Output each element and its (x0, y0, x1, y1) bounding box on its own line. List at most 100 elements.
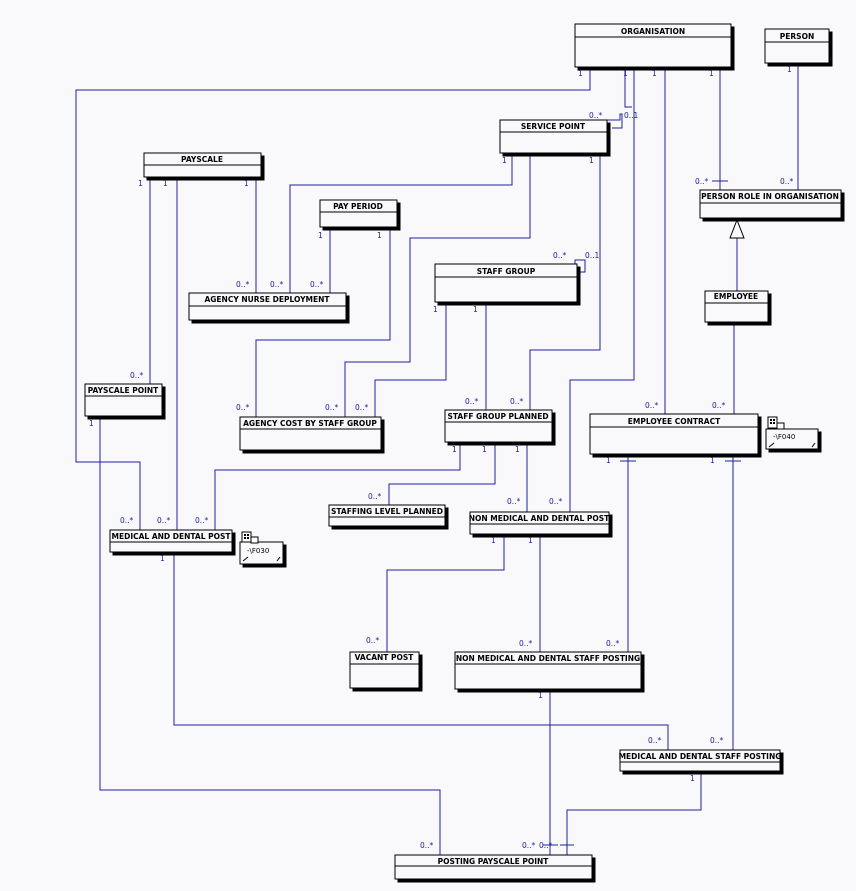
mult-label: 1 (452, 445, 457, 454)
entity-non-medical-post[interactable]: NON MEDICAL AND DENTAL POST (469, 511, 610, 535)
line-org-medical-post (75, 68, 591, 530)
entity-title: MEDICAL AND DENTAL POST (112, 532, 232, 541)
mult-label: 0..* (236, 280, 250, 289)
entity-posting-payscale-point[interactable]: POSTING PAYSCALE POINT (394, 854, 593, 880)
mult-label: 0..* (130, 371, 144, 380)
mult-label: 1 (578, 69, 583, 78)
entity-employee-contract[interactable]: EMPLOYEE CONTRACT (589, 413, 759, 455)
line-payperiod-agency-cost (255, 228, 391, 417)
mult-label: 1 (652, 69, 657, 78)
mult-label: 0..* (195, 516, 209, 525)
mult-label: 0..* (510, 397, 524, 406)
mult-label: 0..* (606, 639, 620, 648)
entity-non-medical-posting[interactable]: NON MEDICAL AND DENTAL STAFF POSTING (454, 651, 642, 690)
mult-label: 1 (787, 65, 792, 74)
mult-label: 0..* (648, 736, 662, 745)
entity-title: AGENCY COST BY STAFF GROUP (243, 419, 377, 428)
entity-pay-period[interactable]: PAY PERIOD (319, 199, 398, 228)
entity-staff-group[interactable]: STAFF GROUP (434, 263, 578, 303)
entity-medical-post[interactable]: MEDICAL AND DENTAL POST (109, 529, 233, 553)
entity-agency-cost[interactable]: AGENCY COST BY STAFF GROUP (239, 416, 382, 451)
note-f040[interactable]: -\F040 (765, 416, 819, 450)
mult-label: 0..* (420, 841, 434, 850)
mult-label: 0..* (368, 492, 382, 501)
note-f030[interactable]: -\F030 (239, 531, 284, 565)
mult-label: 0..* (539, 841, 553, 850)
mult-label: 0..* (553, 251, 567, 260)
mult-label: 0..* (507, 497, 521, 506)
entity-title: POSTING PAYSCALE POINT (438, 857, 550, 866)
entity-staff-group-planned[interactable]: STAFF GROUP PLANNED (444, 409, 553, 443)
mult-label: 1 (502, 156, 507, 165)
mult-label: 0..* (366, 636, 380, 645)
line-org-service-point (624, 68, 632, 108)
multiplicity-labels: 1 1 1 1 1 0..* 0..* 0..* 0..1 1 1 1 1 1 … (89, 65, 794, 850)
mult-label: 0..1 (624, 111, 639, 120)
mult-label: 1 (138, 179, 143, 188)
entity-title: STAFF GROUP (477, 267, 536, 276)
entity-title: STAFFING LEVEL PLANNED (331, 507, 443, 516)
line-sgp-staffing (388, 442, 496, 505)
entity-person-role[interactable]: PERSON ROLE IN ORGANISATION (699, 189, 842, 219)
entity-payscale-point[interactable]: PAYSCALE POINT (84, 383, 163, 417)
mult-label: 0..* (120, 516, 134, 525)
mult-label: 0..* (712, 401, 726, 410)
entity-title: NON MEDICAL AND DENTAL STAFF POSTING (456, 654, 640, 663)
mult-label: 0..1 (585, 251, 600, 260)
line-mposting-ppp (566, 772, 702, 855)
mult-label: 0..* (310, 280, 324, 289)
association-lines (75, 64, 799, 855)
mult-label: 1 (244, 179, 249, 188)
entity-organisation[interactable]: ORGANISATION (574, 23, 732, 68)
note-label: -\F040 (773, 433, 795, 441)
entity-person[interactable]: PERSON (764, 28, 830, 64)
mult-label: 1 (623, 69, 628, 78)
mult-label: 0..* (270, 280, 284, 289)
entity-title: PERSON (780, 32, 814, 41)
mult-label: 1 (710, 456, 715, 465)
mult-label: 1 (606, 456, 611, 465)
entity-staffing-level-planned[interactable]: STAFFING LEVEL PLANNED (328, 504, 446, 527)
entity-title: VACANT POST (355, 653, 415, 662)
entity-employee[interactable]: EMPLOYEE (704, 290, 769, 323)
mult-label: 1 (163, 179, 168, 188)
line-nmp-vacant (386, 534, 505, 652)
entity-title: PAYSCALE (181, 155, 223, 164)
mult-label: 1 (690, 774, 695, 783)
line-service-point-self (607, 113, 623, 129)
mult-label: 1 (377, 231, 382, 240)
mult-label: 1 (491, 536, 496, 545)
mult-label: 0..* (236, 403, 250, 412)
mult-label: 1 (318, 231, 323, 240)
line-pp-posting-payscale (99, 416, 441, 855)
entity-title: PERSON ROLE IN ORGANISATION (701, 192, 839, 201)
grid-icon (767, 416, 778, 429)
mult-label: 0..* (325, 403, 339, 412)
mult-label: 1 (538, 691, 543, 700)
mult-label: 0..* (710, 736, 724, 745)
mult-label: 0..* (465, 397, 479, 406)
mult-label: 1 (160, 554, 165, 563)
mult-label: 1 (482, 445, 487, 454)
line-sgp-medical-post (214, 442, 461, 530)
entity-payscale[interactable]: PAYSCALE (143, 152, 262, 178)
entity-service-point[interactable]: SERVICE POINT (499, 119, 608, 154)
line-staff-group-self (574, 259, 586, 273)
entity-agency-nurse-deployment[interactable]: AGENCY NURSE DEPLOYMENT (188, 292, 347, 321)
mult-label: 1 (473, 305, 478, 314)
mult-label: 0..* (645, 401, 659, 410)
grid-icon (241, 531, 252, 543)
entity-vacant-post[interactable]: VACANT POST (349, 651, 420, 689)
entity-title: PAYSCALE POINT (88, 386, 159, 395)
mult-label: 1 (528, 536, 533, 545)
entity-title: MEDICAL AND DENTAL STAFF POSTING (619, 752, 782, 761)
mult-label: 0..* (549, 497, 563, 506)
line-sp-agency-cost (344, 154, 531, 417)
entity-title: EMPLOYEE (714, 292, 758, 301)
line-org-non-medical-post (569, 68, 635, 512)
entity-title: SERVICE POINT (521, 122, 586, 131)
note-label: -\F030 (247, 547, 269, 555)
entity-medical-posting[interactable]: MEDICAL AND DENTAL STAFF POSTING (619, 749, 782, 772)
mult-label: 0..* (157, 516, 171, 525)
